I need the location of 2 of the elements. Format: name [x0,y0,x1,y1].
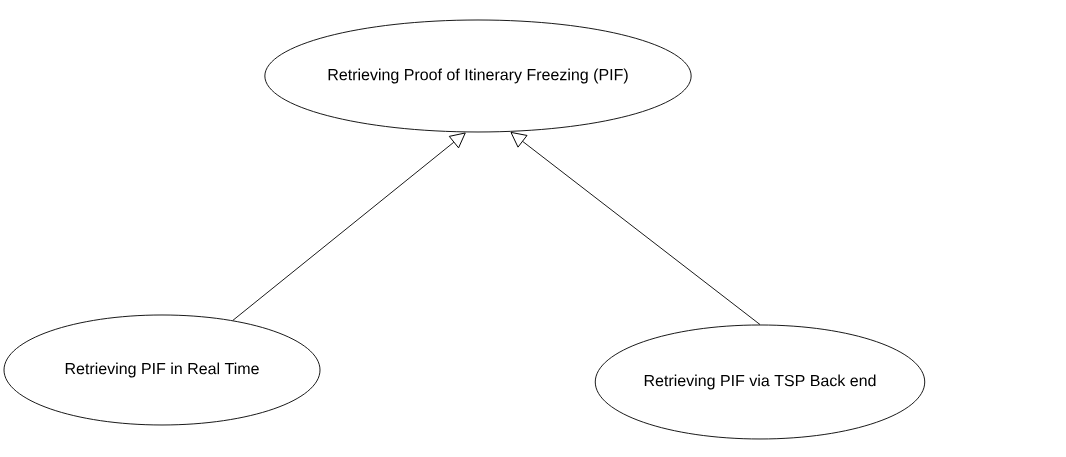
arrow [232,132,466,321]
arrow [510,131,761,325]
